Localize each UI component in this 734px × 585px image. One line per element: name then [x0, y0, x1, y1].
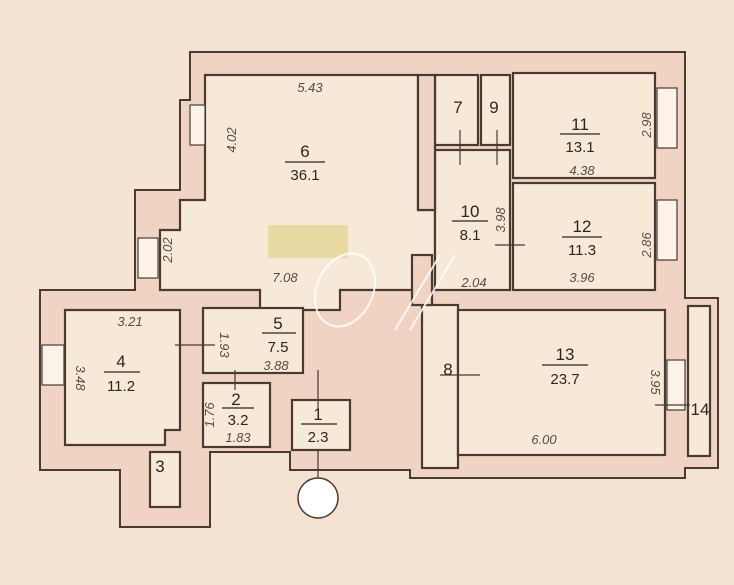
svg-text:4.38: 4.38	[569, 163, 595, 178]
room-area: 36.1	[290, 167, 319, 184]
room-area: 11.2	[107, 378, 135, 395]
door-marks	[175, 130, 690, 485]
room-area: 13.1	[565, 139, 594, 156]
room-13	[456, 308, 667, 457]
room-area: 7.5	[268, 339, 289, 356]
room-area: 23.7	[550, 371, 579, 388]
room-number: 2	[231, 390, 240, 409]
room-1	[290, 398, 352, 452]
room-number: 11	[571, 115, 589, 134]
room-8	[420, 303, 460, 470]
room-11	[511, 71, 657, 180]
room-number: 4	[116, 352, 125, 371]
svg-text:2.02: 2.02	[160, 237, 175, 264]
svg-text:5.43: 5.43	[297, 80, 323, 95]
svg-text:4.02: 4.02	[224, 127, 239, 153]
room-area: 8.1	[460, 227, 481, 244]
svg-text:1.83: 1.83	[225, 430, 251, 445]
svg-text:2.98: 2.98	[639, 112, 654, 139]
room-number: 8	[443, 360, 452, 379]
svg-text:3.96: 3.96	[569, 270, 595, 285]
room-area: 3.2	[228, 412, 249, 429]
window	[137, 237, 159, 279]
svg-text:3.21: 3.21	[117, 314, 142, 329]
svg-text:2.04: 2.04	[460, 275, 486, 290]
room-number: 9	[489, 98, 498, 117]
room-2	[201, 381, 272, 449]
room-3	[148, 450, 182, 509]
svg-text:7.08: 7.08	[272, 270, 298, 285]
room-number: 1	[313, 405, 322, 424]
svg-text:6.00: 6.00	[531, 432, 557, 447]
partition	[416, 73, 437, 212]
svg-text:1.76: 1.76	[202, 402, 217, 428]
svg-text:3.95: 3.95	[648, 369, 663, 395]
watermark-logo	[313, 252, 456, 331]
highlight-block	[268, 225, 348, 258]
room-number: 6	[300, 142, 309, 161]
window	[656, 87, 678, 149]
window	[666, 359, 686, 411]
room-labels: 6 36.1 7 9 11 13.1 10 8.1 12 11.3 8 13 2…	[104, 98, 709, 476]
svg-text:3.48: 3.48	[73, 365, 88, 391]
room-number: 12	[573, 217, 592, 236]
room-area: 11.3	[568, 242, 596, 259]
room-number: 7	[453, 98, 462, 117]
svg-text:3.88: 3.88	[263, 358, 289, 373]
room-number: 5	[273, 314, 282, 333]
room-14	[686, 304, 712, 458]
room-5	[201, 306, 305, 375]
window	[41, 344, 65, 386]
window	[189, 104, 206, 146]
dimension-labels: 5.43 4.02 2.02 7.08 2.98 4.38 3.98 2.86 …	[73, 80, 663, 447]
svg-text:3.98: 3.98	[493, 207, 508, 233]
svg-text:2.86: 2.86	[639, 232, 654, 259]
room-number: 14	[691, 400, 710, 419]
room-4	[63, 308, 182, 447]
room-number: 13	[556, 345, 575, 364]
entrance-marker	[297, 477, 339, 519]
svg-text:1.93: 1.93	[217, 332, 232, 358]
window	[656, 199, 678, 261]
room-number: 3	[155, 457, 164, 476]
room-9	[479, 73, 512, 147]
room-area: 2.3	[308, 429, 329, 446]
room-number: 10	[461, 202, 480, 221]
